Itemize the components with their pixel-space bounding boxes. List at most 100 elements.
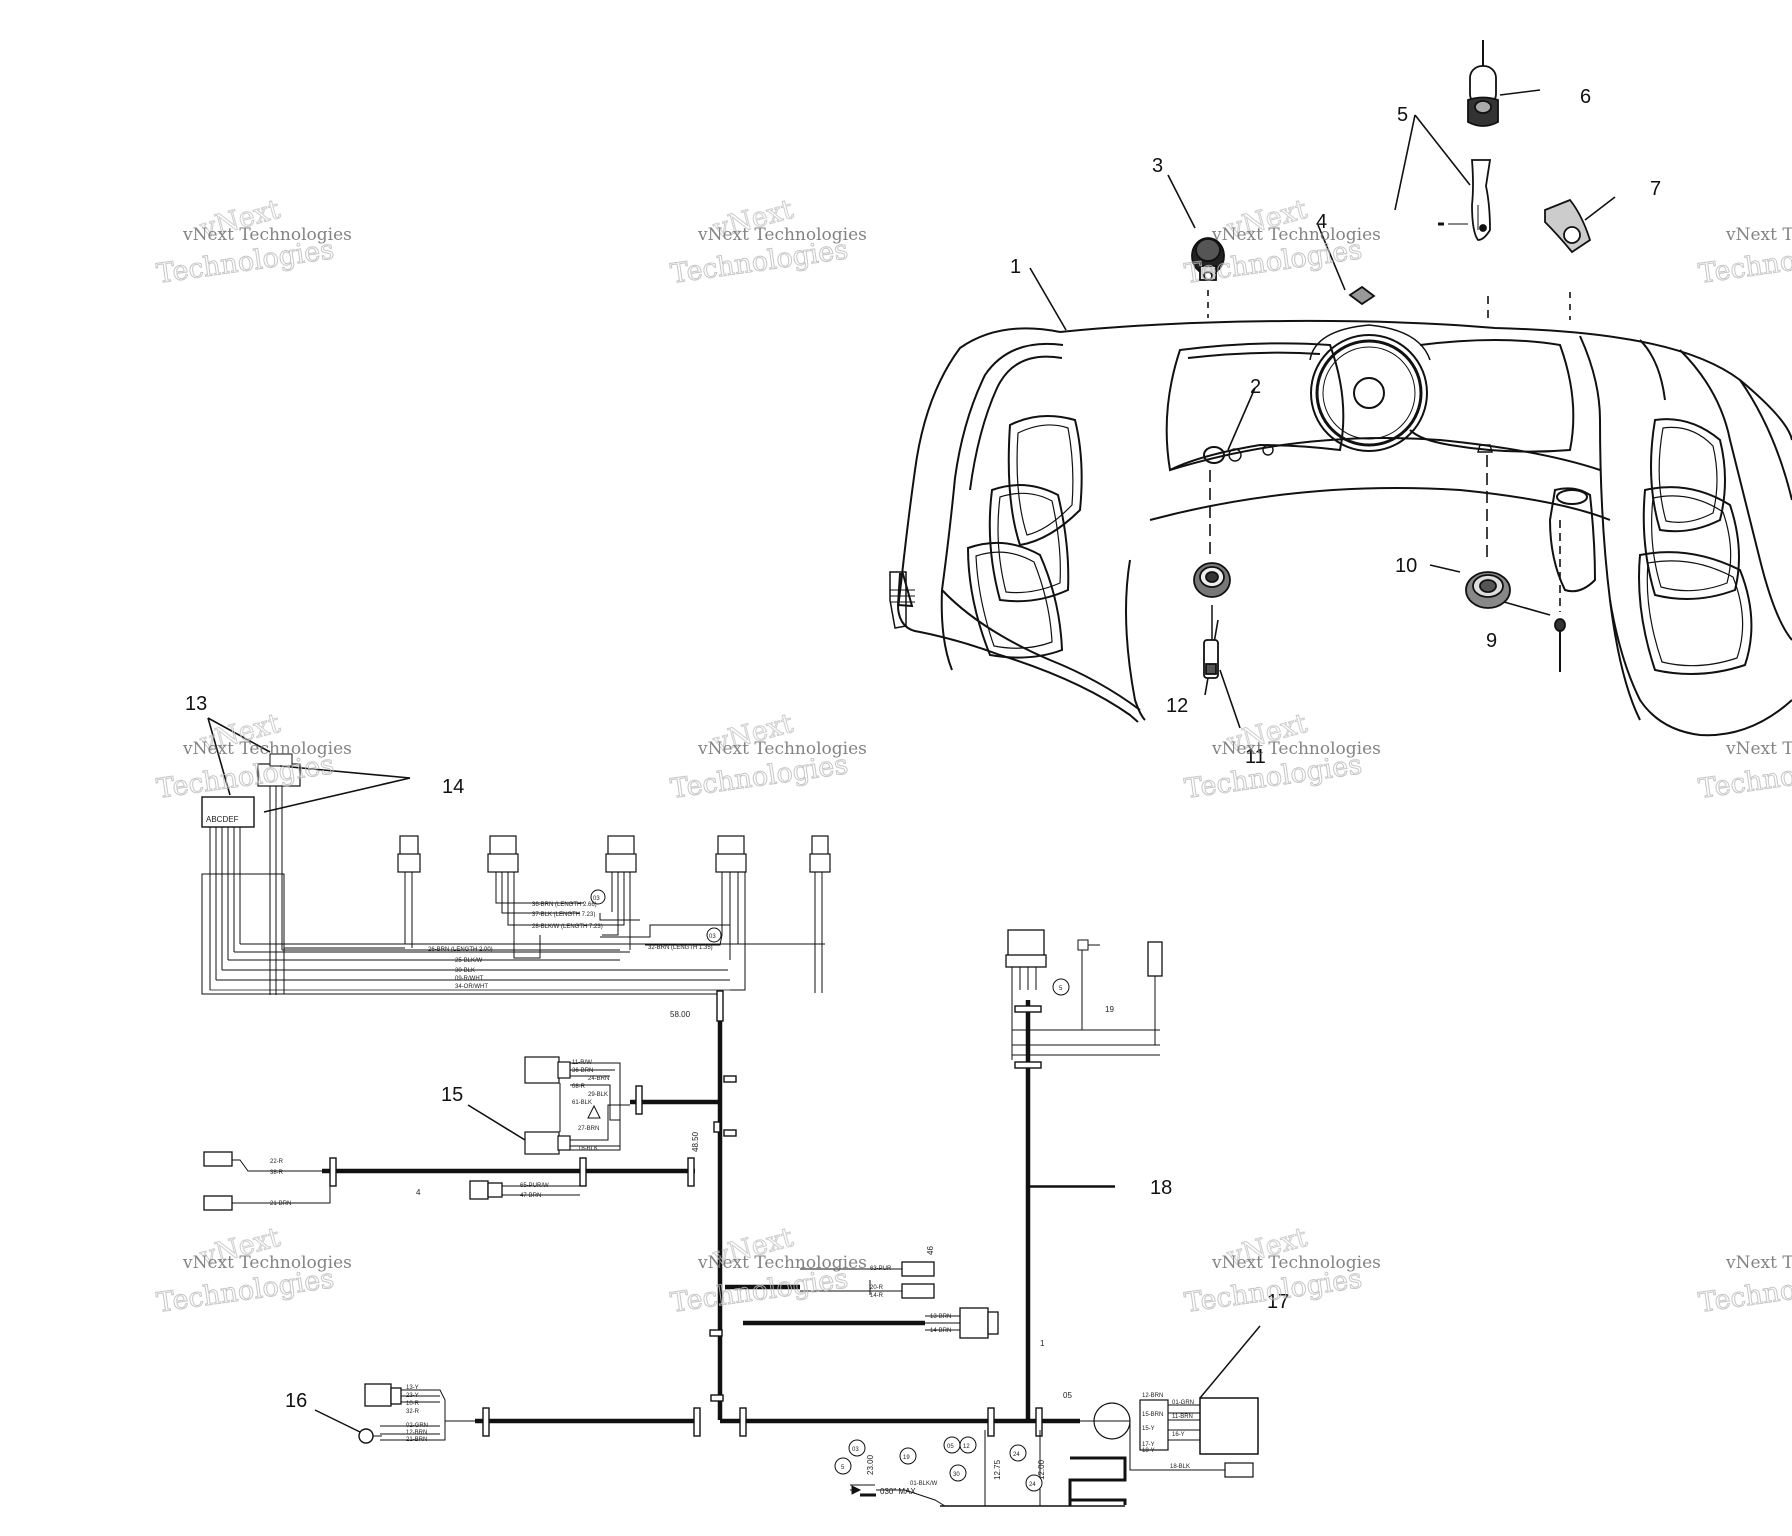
wire-15f: 61-BLK (572, 1100, 592, 1106)
svg-text:vNext Technologies: vNext Technologies (1211, 1253, 1381, 1273)
svg-text:03: 03 (593, 896, 600, 902)
wire-left2: 38-R (270, 1170, 284, 1176)
wire-bus4: 34-OR/WHT (455, 984, 488, 990)
wire-16g: 21-BRN (406, 1437, 427, 1443)
wire-16d: 32-R (406, 1409, 420, 1415)
callout-3: 3 (1152, 155, 1163, 177)
dim-12-00: 12.00 (1037, 1459, 1046, 1480)
dim-48: 48.50 (691, 1131, 700, 1152)
wire-bot: 01-BLK/W (910, 1481, 938, 1487)
watermark-11: vNext vNext Technologies Technologies (1182, 1221, 1381, 1319)
callout-10: 10 (1395, 555, 1417, 577)
watermark-1: vNext vNext Technologies Technologies (154, 193, 352, 290)
connector-13 (201, 796, 255, 828)
wire-top4: 32-BRN (LENGTH 1.35) (648, 945, 713, 951)
bubble-19: 19 (899, 1447, 917, 1465)
svg-text:12: 12 (963, 1444, 970, 1450)
wire-17g: 17-Y (1142, 1442, 1155, 1448)
wire-bus2: 30-BLK (455, 968, 475, 974)
wire-17e: 15-Y (1142, 1426, 1155, 1432)
len-05: 05 (1063, 1391, 1072, 1400)
svg-text:03: 03 (709, 934, 716, 940)
harness-text: ABCDEF 58.00 48.50 23.00 12.75 12.00 4 1… (206, 815, 1194, 1496)
wire-17d: 11-BRN (1172, 1414, 1193, 1420)
watermark-9: vNext vNext Technologies Technologies (154, 1221, 352, 1319)
svg-text:30: 30 (953, 1472, 960, 1478)
bracket-part (1544, 198, 1592, 254)
watermark-6: vNext vNext Technologies Technologies (668, 707, 867, 805)
bubble-12: 12 (959, 1436, 977, 1454)
watermark-8: vNext Technologies Technologies (1696, 739, 1792, 805)
svg-text:24: 24 (1029, 1482, 1036, 1488)
wire-46e: 14-BRN (930, 1328, 951, 1334)
knob-part (1191, 237, 1225, 281)
bulb-part (1203, 605, 1219, 679)
svg-text:24: 24 (1013, 1452, 1020, 1458)
svg-text:vNext Technologies: vNext Technologies (182, 739, 352, 759)
svg-text:5: 5 (1059, 986, 1063, 992)
callout-14: 14 (442, 776, 464, 798)
wire-15e: 29-BLK (588, 1092, 608, 1098)
bubble-05: 05 (943, 1436, 961, 1454)
callout-16: 16 (285, 1390, 307, 1412)
watermark-12: vNext Technologies Technologies (1696, 1253, 1792, 1319)
dim-58: 58.00 (670, 1010, 691, 1019)
loose-parts (1191, 40, 1592, 679)
wire-16e: 02-GRN (406, 1423, 428, 1429)
wire-left3: 21-BRN (270, 1201, 291, 1207)
callout-6: 6 (1580, 86, 1591, 108)
svg-text:vNext Technologies: vNext Technologies (1725, 225, 1792, 245)
wire-17f: 16-Y (1172, 1432, 1185, 1438)
bubble-03a: 03 (590, 889, 606, 905)
watermark-layer: vNext vNext Technologies Technologies vN… (154, 193, 1792, 1319)
callout-1: 1 (1010, 256, 1021, 278)
wire-top5: 26-BRN (LENGTH 2.00) (428, 947, 493, 953)
console-leaders (1029, 89, 1616, 729)
wire-15a: 11-R/W (572, 1060, 592, 1066)
grommet-part (1193, 562, 1231, 598)
wire-mid2: 47-BRN (520, 1193, 541, 1199)
wire-mid1: 65-PUR/W (520, 1183, 549, 1189)
svg-text:vNext Technologies: vNext Technologies (1725, 1253, 1792, 1273)
svg-text:03: 03 (852, 1447, 859, 1453)
conn-letters: ABCDEF (206, 815, 239, 824)
wire-17a: 12-BRN (1142, 1393, 1163, 1399)
wire-46a: 63-PUR (870, 1266, 892, 1272)
wire-15d: 08-R (572, 1084, 586, 1090)
harness-ticks (329, 990, 1043, 1437)
wire-46d: 13-BRN (930, 1314, 951, 1320)
svg-text:vNext Technologies: vNext Technologies (182, 1253, 352, 1273)
watermark-2: vNext vNext Technologies Technologies (668, 193, 867, 290)
wire-46b: 20-R (870, 1285, 884, 1291)
callout-labels: 1 2 3 4 5 6 7 9 10 11 12 13 14 15 16 17 … (185, 86, 1661, 1412)
svg-text:vNext Technologies: vNext Technologies (697, 1253, 867, 1273)
svg-text:vNext Technologies: vNext Technologies (1211, 225, 1381, 245)
bubble-03c: 03 (848, 1439, 866, 1457)
left-connector-b (203, 1195, 233, 1211)
console-assembly (889, 319, 1792, 737)
wire-16c: 10-R (406, 1401, 420, 1407)
svg-text:vNext Technologies: vNext Technologies (697, 225, 867, 245)
clip-part (1348, 285, 1376, 306)
callout-9: 9 (1486, 630, 1497, 652)
wire-16b: 23-Y (406, 1393, 419, 1399)
wiring-harness (201, 753, 1261, 1507)
wire-bus3: 09-R/WHT (455, 976, 484, 982)
dim-12-75: 12.75 (993, 1459, 1002, 1480)
wire-bus1: 25-BLK/W (455, 958, 483, 964)
wire-16a: 13-Y (406, 1385, 419, 1391)
watermark-5: vNext vNext Technologies Technologies (154, 707, 352, 805)
bubble-03b: 03 (706, 927, 722, 943)
connector-17 (1199, 1397, 1259, 1455)
callout-11: 11 (1245, 746, 1266, 768)
key-part (1438, 159, 1492, 241)
harness-leaders (207, 717, 1115, 1188)
svg-text:5: 5 (841, 1465, 845, 1471)
callout-17: 17 (1267, 1291, 1289, 1313)
wire-17h: 18-Y (1142, 1448, 1155, 1454)
wire-16f: 12-BRN (406, 1430, 427, 1436)
callout-7: 7 (1650, 178, 1661, 200)
bubble-5a: 5 (1052, 978, 1070, 996)
callout-4: 4 (1316, 211, 1327, 233)
